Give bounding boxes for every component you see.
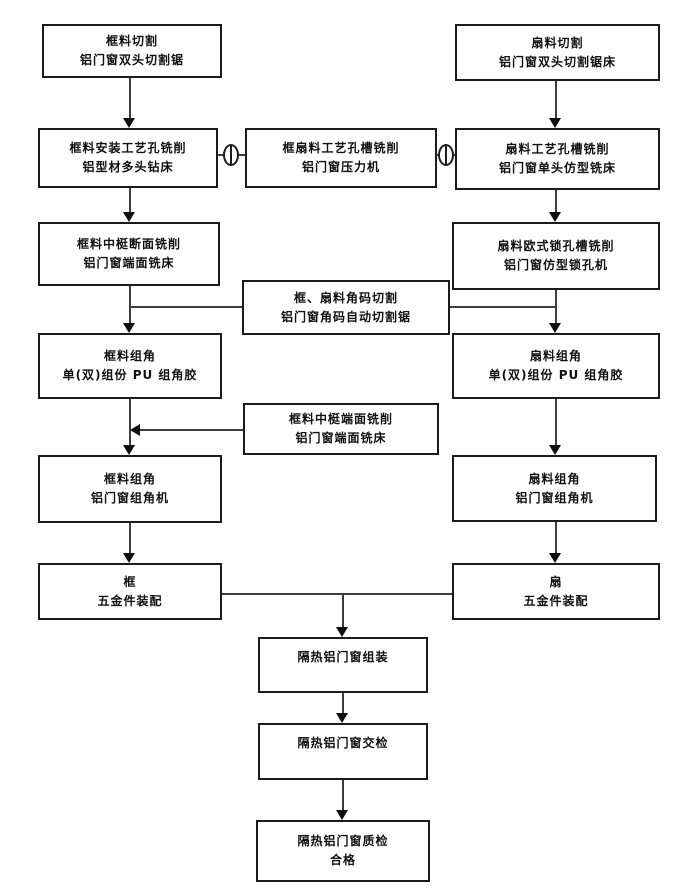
flow-line <box>450 306 557 308</box>
node-label: 框料中梃端面铣削 <box>288 412 393 427</box>
node-sublabel: 铝门窗角码自动切割锯 <box>280 309 411 324</box>
arrowhead-down-icon <box>123 212 135 222</box>
node-sublabel: 铝门窗端面铣床 <box>83 256 175 270</box>
node-sublabel: 单(双)组份 PU 组角胶 <box>488 368 624 382</box>
node-label: 框、扇料角码切割 <box>293 290 398 305</box>
node-label: 扇料切割 <box>531 35 584 50</box>
arrowhead-down-icon <box>549 323 561 333</box>
node-sublabel: 铝门窗端面铣床 <box>295 431 387 445</box>
node-sublabel: 铝门窗组角机 <box>515 490 594 505</box>
arrowhead-down-icon <box>336 810 348 820</box>
node-assembly: 隔热铝门窗组装 <box>258 637 428 693</box>
node-label: 隔热铝门窗组装 <box>297 650 389 664</box>
arrowhead-down-icon <box>336 713 348 723</box>
arrowhead-down-icon <box>549 212 561 222</box>
flow-line <box>555 81 557 120</box>
node-sublabel: 铝门窗仿型锁孔机 <box>503 258 608 272</box>
arrowhead-left-icon <box>130 424 140 436</box>
node-label: 框 <box>123 574 137 589</box>
flow-line <box>129 399 131 447</box>
node-sash-cut: 扇料切割 铝门窗双头切割锯床 <box>455 24 660 81</box>
flow-line <box>129 523 131 555</box>
arrowhead-down-icon <box>123 118 135 128</box>
flow-line <box>129 286 131 325</box>
node-frame-mullion-section: 框料中梃断面铣削 铝门窗端面铣床 <box>38 222 220 286</box>
node-sash-hardware: 扇 五金件装配 <box>452 563 660 620</box>
node-quality-check: 隔热铝门窗质检 合格 <box>256 820 430 882</box>
node-sash-lock-slot: 扇料欧式锁孔槽铣削 铝门窗仿型锁孔机 <box>452 222 660 290</box>
flow-line <box>342 780 344 811</box>
node-label: 框料切割 <box>105 34 158 49</box>
node-frame-corner-glue: 框料组角 单(双)组份 PU 组角胶 <box>38 333 222 399</box>
arrowhead-down-icon <box>336 627 348 637</box>
node-frame-mullion-end: 框料中梃端面铣削 铝门窗端面铣床 <box>243 403 439 455</box>
node-sublabel: 单(双)组份 PU 组角胶 <box>62 368 198 382</box>
junction-icon <box>223 144 239 166</box>
node-corner-key-cut: 框、扇料角码切割 铝门窗角码自动切割锯 <box>242 280 450 335</box>
flow-line <box>129 188 131 214</box>
node-label: 框料中梃断面铣削 <box>76 237 181 252</box>
node-label: 扇 <box>549 574 563 589</box>
flow-line <box>342 693 344 715</box>
node-label: 框料安装工艺孔铣削 <box>69 141 187 156</box>
node-label: 框料组角 <box>103 472 156 487</box>
node-sash-corner-glue: 扇料组角 单(双)组份 PU 组角胶 <box>452 333 660 399</box>
arrowhead-down-icon <box>549 445 561 455</box>
node-sublabel: 铝门窗单头仿型铣床 <box>498 161 616 175</box>
node-label: 框扇料工艺孔槽铣削 <box>282 141 400 156</box>
node-frame-corner-machine: 框料组角 铝门窗组角机 <box>38 455 222 523</box>
node-sash-hole-slot: 扇料工艺孔槽铣削 铝门窗单头仿型铣床 <box>455 128 660 190</box>
node-frame-hardware: 框 五金件装配 <box>38 563 222 620</box>
flow-line <box>555 522 557 555</box>
node-label: 扇料欧式锁孔槽铣削 <box>497 239 615 254</box>
node-label: 隔热铝门窗质检 <box>297 834 389 849</box>
junction-icon <box>438 144 454 166</box>
flow-line <box>222 593 452 595</box>
flow-line <box>129 306 242 308</box>
arrowhead-down-icon <box>549 553 561 563</box>
arrowhead-down-icon <box>549 118 561 128</box>
node-frame-install-hole: 框料安装工艺孔铣削 铝型材多头钻床 <box>38 128 218 188</box>
flow-line <box>555 190 557 214</box>
arrowhead-down-icon <box>123 323 135 333</box>
node-frame-cut: 框料切割 铝门窗双头切割锯 <box>42 24 222 78</box>
arrowhead-down-icon <box>123 553 135 563</box>
node-sublabel: 合格 <box>329 853 356 867</box>
node-label: 框料组角 <box>103 349 156 364</box>
flow-line <box>555 399 557 447</box>
node-sublabel: 铝门窗双头切割锯 <box>79 53 184 67</box>
node-frame-sash-hole-slot: 框扇料工艺孔槽铣削 铝门窗压力机 <box>245 128 437 188</box>
node-label: 扇料组角 <box>529 349 582 364</box>
flow-line <box>342 594 344 629</box>
flow-line <box>139 429 243 431</box>
node-label: 扇料工艺孔槽铣削 <box>505 142 610 157</box>
node-sublabel: 五金件装配 <box>523 593 589 608</box>
node-inspection-handover: 隔热铝门窗交检 <box>258 723 428 780</box>
node-label: 隔热铝门窗交检 <box>297 736 389 750</box>
node-sublabel: 铝型材多头钻床 <box>82 160 174 174</box>
node-sublabel: 五金件装配 <box>97 593 163 608</box>
node-sash-corner-machine: 扇料组角 铝门窗组角机 <box>452 455 657 522</box>
arrowhead-down-icon <box>123 445 135 455</box>
flow-line <box>129 78 131 120</box>
node-label: 扇料组角 <box>528 471 581 486</box>
node-sublabel: 铝门窗组角机 <box>90 491 169 505</box>
node-sublabel: 铝门窗压力机 <box>301 160 380 174</box>
node-sublabel: 铝门窗双头切割锯床 <box>498 54 616 69</box>
